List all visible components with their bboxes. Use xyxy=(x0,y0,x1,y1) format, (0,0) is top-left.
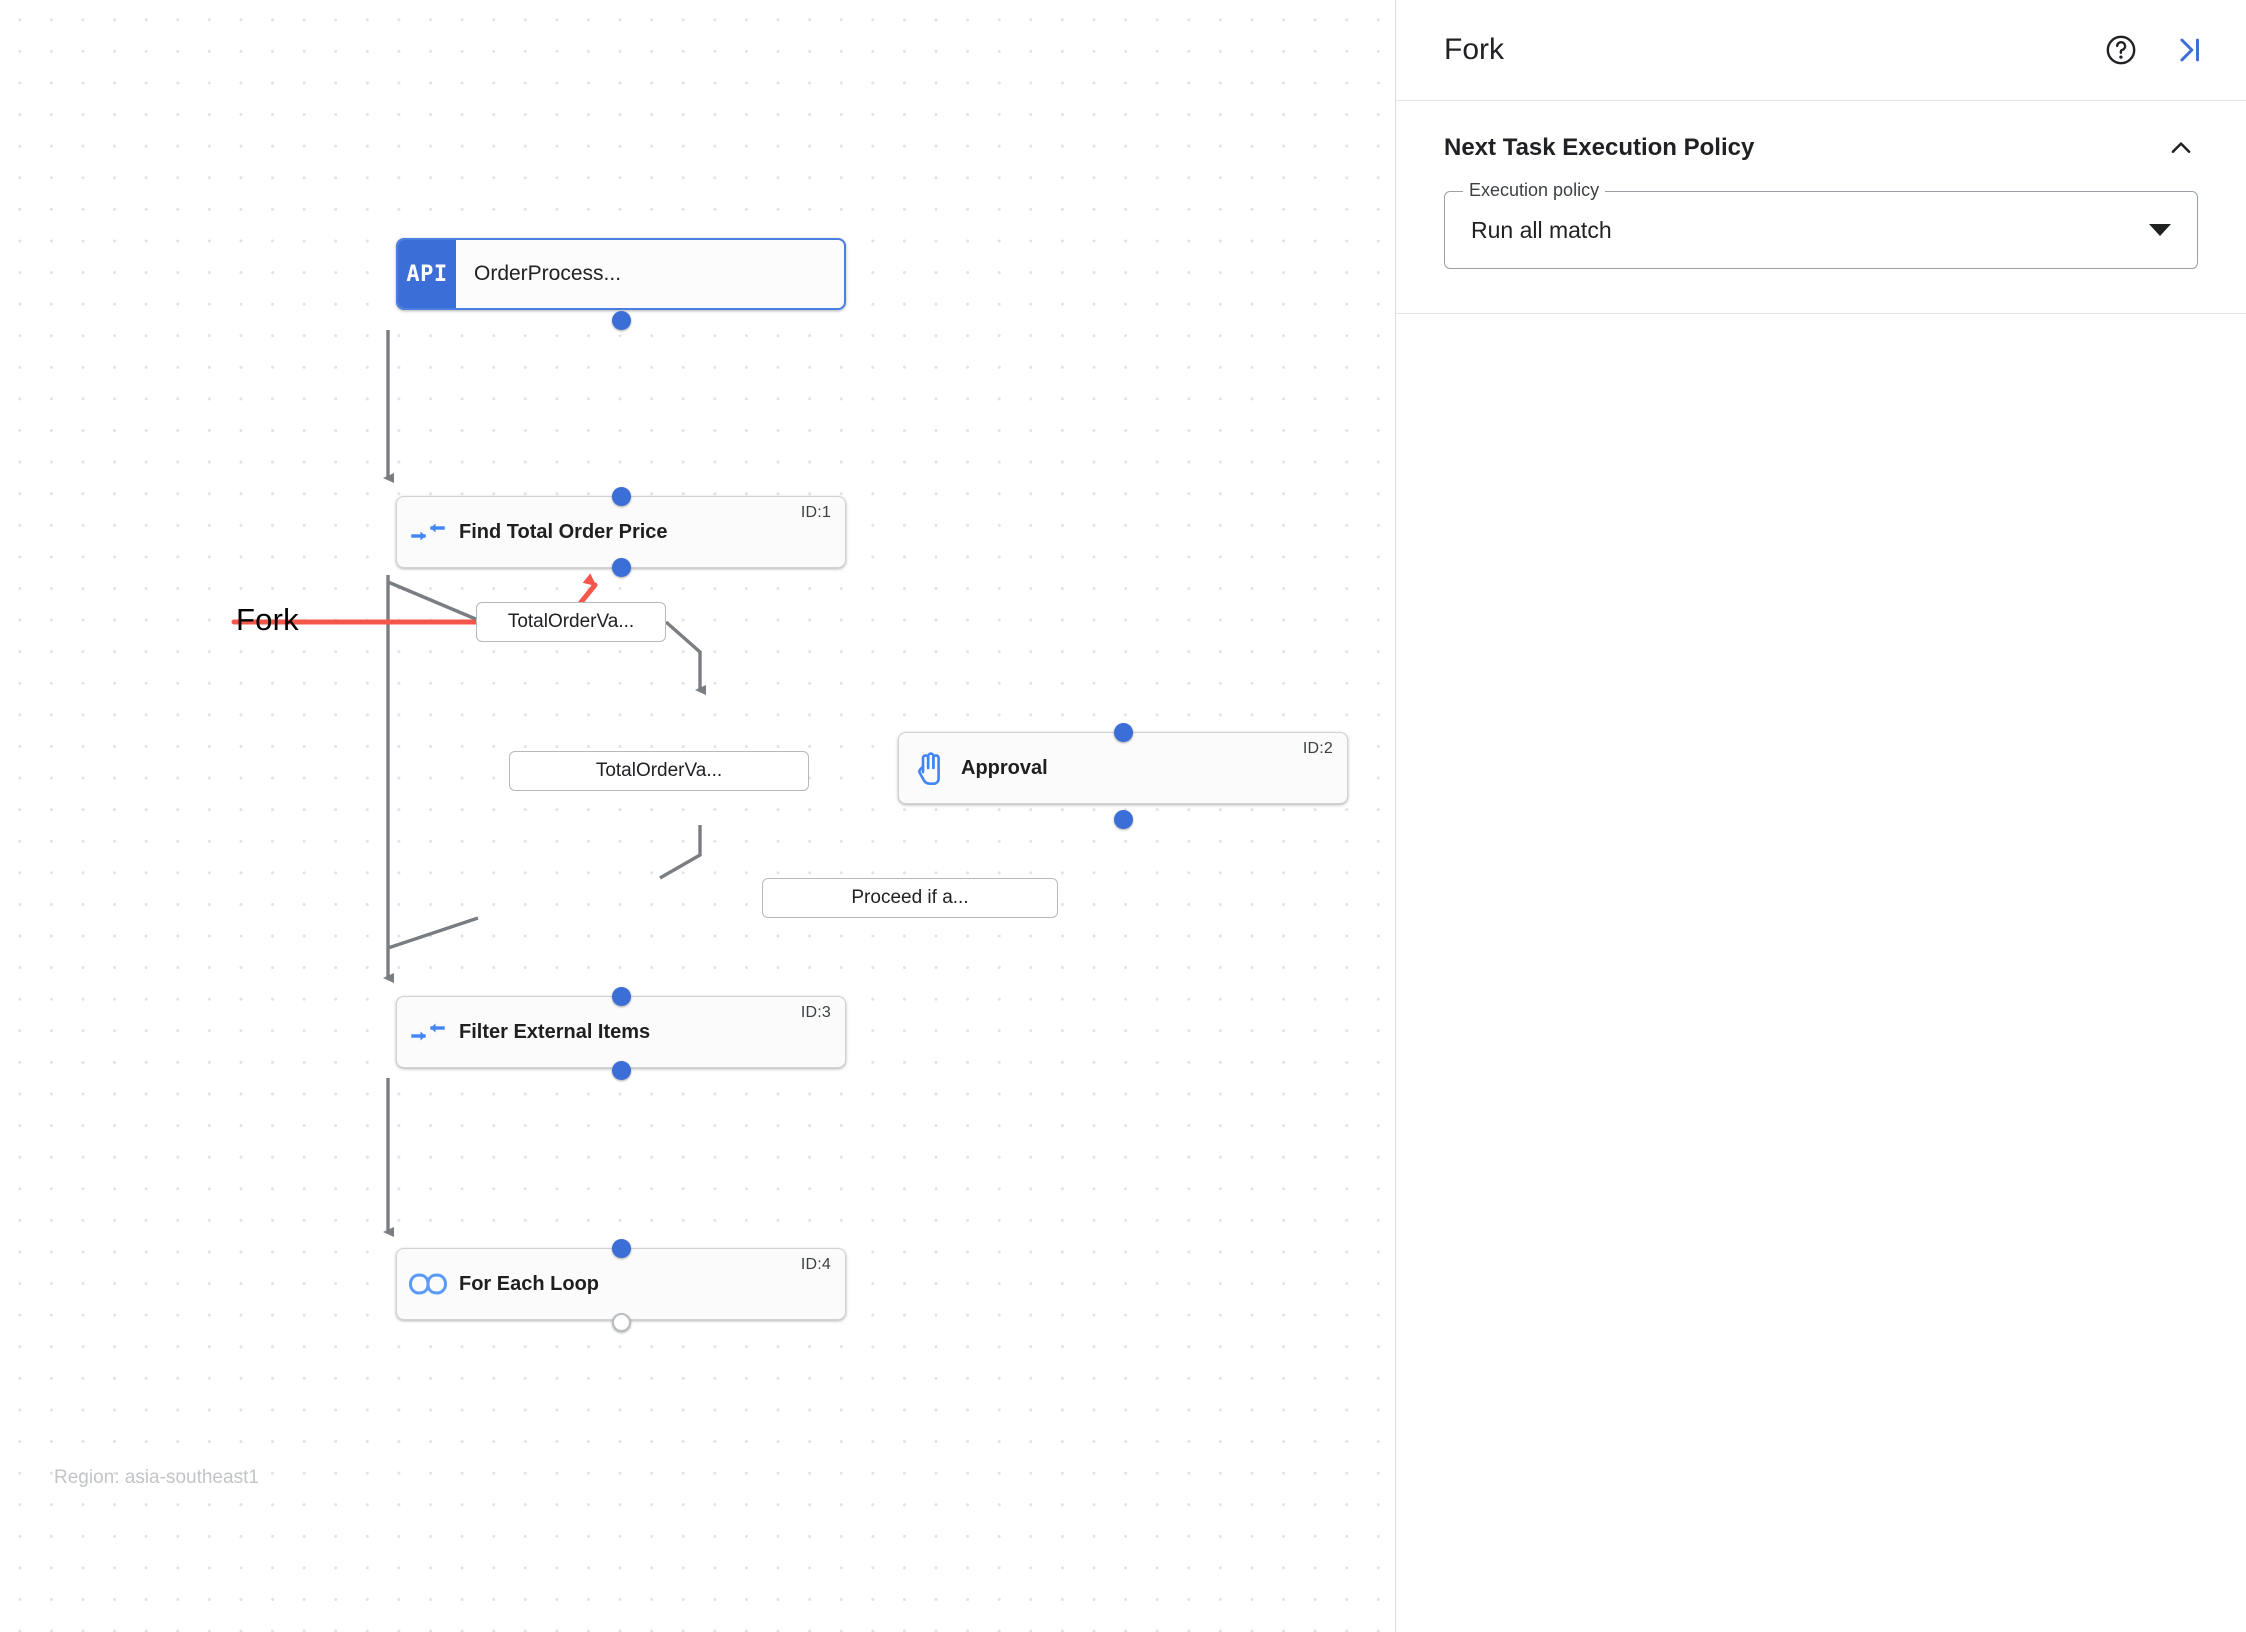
edge-label-total-order-value-right[interactable]: TotalOrderVa... xyxy=(476,602,666,642)
node-filter-external-items[interactable]: Filter External Items ID:3 xyxy=(396,996,846,1068)
connector-dot-trigger-out[interactable] xyxy=(612,311,631,330)
panel-header: Fork xyxy=(1396,0,2246,101)
section-title: Next Task Execution Policy xyxy=(1444,134,1755,161)
collapse-panel-icon[interactable] xyxy=(2168,29,2210,71)
node-title: Find Total Order Price xyxy=(459,520,668,543)
workflow-canvas[interactable]: API OrderProcess... Find Total Order Pri… xyxy=(0,0,1396,1632)
node-id-badge: ID:4 xyxy=(800,1256,831,1273)
merge-arrows-icon xyxy=(397,1019,459,1045)
connector-dot-task4-out[interactable] xyxy=(612,1313,631,1332)
connector-dot-task3-out[interactable] xyxy=(612,1061,631,1080)
node-for-each-loop[interactable]: For Each Loop ID:4 xyxy=(396,1248,846,1320)
execution-policy-value: Run all match xyxy=(1471,216,1612,243)
help-circle-icon[interactable] xyxy=(2100,29,2142,71)
node-title: For Each Loop xyxy=(459,1272,599,1295)
connector-dot-task2-out[interactable] xyxy=(1114,810,1133,829)
node-approval[interactable]: Approval ID:2 xyxy=(898,732,1348,804)
infinity-loop-icon xyxy=(397,1272,459,1296)
connector-dot-task1-out[interactable] xyxy=(612,558,631,577)
api-icon: API xyxy=(398,240,456,308)
edge-label-proceed-if[interactable]: Proceed if a... xyxy=(762,878,1058,918)
next-task-execution-policy-section: Next Task Execution Policy Execution pol… xyxy=(1396,101,2246,314)
region-label: Region: asia-southeast1 xyxy=(54,1467,259,1488)
caret-down-icon[interactable] xyxy=(2149,224,2171,236)
connector-dot-task2-in[interactable] xyxy=(1114,723,1133,742)
canvas-panel-divider xyxy=(1395,0,1396,1632)
node-id-badge: ID:1 xyxy=(800,504,831,521)
section-header[interactable]: Next Task Execution Policy xyxy=(1444,131,2198,165)
node-title: Approval xyxy=(961,756,1048,779)
panel-title: Fork xyxy=(1444,33,1504,66)
panel-actions xyxy=(2100,29,2210,71)
connector-dot-task3-in[interactable] xyxy=(612,987,631,1006)
node-id-badge: ID:3 xyxy=(800,1004,831,1021)
node-id-badge: ID:2 xyxy=(1302,740,1333,757)
hand-approval-icon xyxy=(899,750,961,786)
edge-label-total-order-value-left[interactable]: TotalOrderVa... xyxy=(509,751,809,791)
node-title: OrderProcess... xyxy=(474,262,622,285)
fork-annotation-label: Fork xyxy=(236,602,299,637)
node-title: Filter External Items xyxy=(459,1020,651,1043)
connector-dot-task1-in[interactable] xyxy=(612,487,631,506)
execution-policy-label: Execution policy xyxy=(1463,180,1606,201)
connector-dot-task4-in[interactable] xyxy=(612,1239,631,1258)
details-panel: Fork Next Task xyxy=(1396,0,2246,1632)
execution-policy-select[interactable]: Execution policy Run all match xyxy=(1444,180,2198,269)
chevron-up-icon[interactable] xyxy=(2164,131,2198,165)
merge-arrows-icon xyxy=(397,519,459,545)
node-order-process-trigger[interactable]: API OrderProcess... xyxy=(396,238,846,310)
